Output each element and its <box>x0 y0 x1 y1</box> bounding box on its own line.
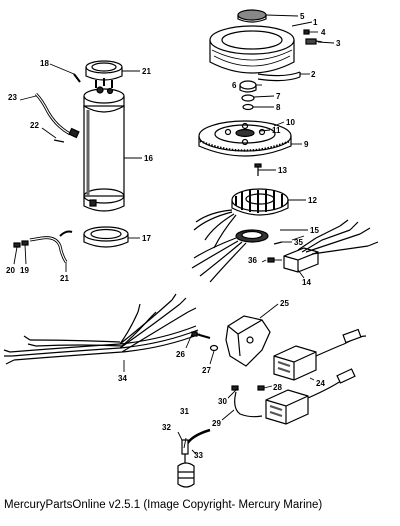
callout-34: 34 <box>118 374 127 383</box>
callout-18: 18 <box>40 59 49 68</box>
callout-26: 26 <box>176 350 185 359</box>
leader-lines <box>13 14 335 455</box>
rectifier <box>267 219 379 273</box>
stator <box>193 188 289 249</box>
trigger <box>191 229 269 283</box>
callout-31: 31 <box>180 407 189 416</box>
callout-19: 19 <box>20 266 29 275</box>
ground-cable <box>13 230 73 263</box>
callout-29: 29 <box>212 419 221 428</box>
callout-14: 14 <box>302 278 311 287</box>
callout-4: 4 <box>321 28 326 37</box>
ignition-coil-upper <box>273 328 367 381</box>
starter-lower-cap <box>83 226 129 248</box>
callout-24: 24 <box>316 379 325 388</box>
ignition-coil-lower <box>265 368 356 425</box>
callout-1: 1 <box>313 18 318 27</box>
callout-25: 25 <box>280 299 289 308</box>
flywheel-cover <box>209 25 295 74</box>
callout-9: 9 <box>304 140 309 149</box>
starter-upper-cap <box>85 60 123 81</box>
callout-35: 35 <box>294 238 303 247</box>
callout-21-top: 21 <box>142 67 151 76</box>
spark-plug-lead <box>177 428 211 488</box>
callout-10: 10 <box>286 118 295 127</box>
callout-23: 23 <box>8 93 17 102</box>
bracket-washer <box>209 344 219 352</box>
wiring-harness <box>3 293 201 365</box>
flywheel <box>198 120 292 176</box>
starter-motor <box>83 78 125 212</box>
callout-32: 32 <box>162 423 171 432</box>
callout-6: 6 <box>232 81 237 90</box>
cover-screw <box>303 29 323 45</box>
callout-3: 3 <box>336 39 341 48</box>
callout-28: 28 <box>273 383 282 392</box>
callout-22: 22 <box>30 121 39 130</box>
callout-17: 17 <box>142 234 151 243</box>
callout-36: 36 <box>248 256 257 265</box>
copyright-footer: MercuryPartsOnline v2.5.1 (Image Copyrig… <box>4 499 323 511</box>
callout-13: 13 <box>278 166 287 175</box>
callout-27: 27 <box>202 366 211 375</box>
callout-16: 16 <box>144 154 153 163</box>
callout-15: 15 <box>310 226 319 235</box>
callout-33: 33 <box>194 451 203 460</box>
callout-labels: 5 1 4 3 2 6 7 8 10 11 9 13 12 15 35 36 1… <box>6 12 341 460</box>
coil-bracket <box>225 315 271 367</box>
callout-8: 8 <box>276 103 281 112</box>
callout-20: 20 <box>6 266 15 275</box>
starter-cable <box>34 92 80 143</box>
ground-wire <box>234 391 263 418</box>
callout-11: 11 <box>272 126 281 135</box>
callout-12: 12 <box>308 196 317 205</box>
callout-30: 30 <box>218 397 227 406</box>
bracket-screw <box>191 331 211 339</box>
callout-21-bottom: 21 <box>60 274 69 283</box>
flywheel-nut <box>239 80 257 111</box>
callout-7: 7 <box>276 92 281 101</box>
cover-cap <box>237 9 267 23</box>
cover-ring <box>257 71 301 82</box>
callout-5: 5 <box>300 12 305 21</box>
callout-2: 2 <box>311 70 316 79</box>
